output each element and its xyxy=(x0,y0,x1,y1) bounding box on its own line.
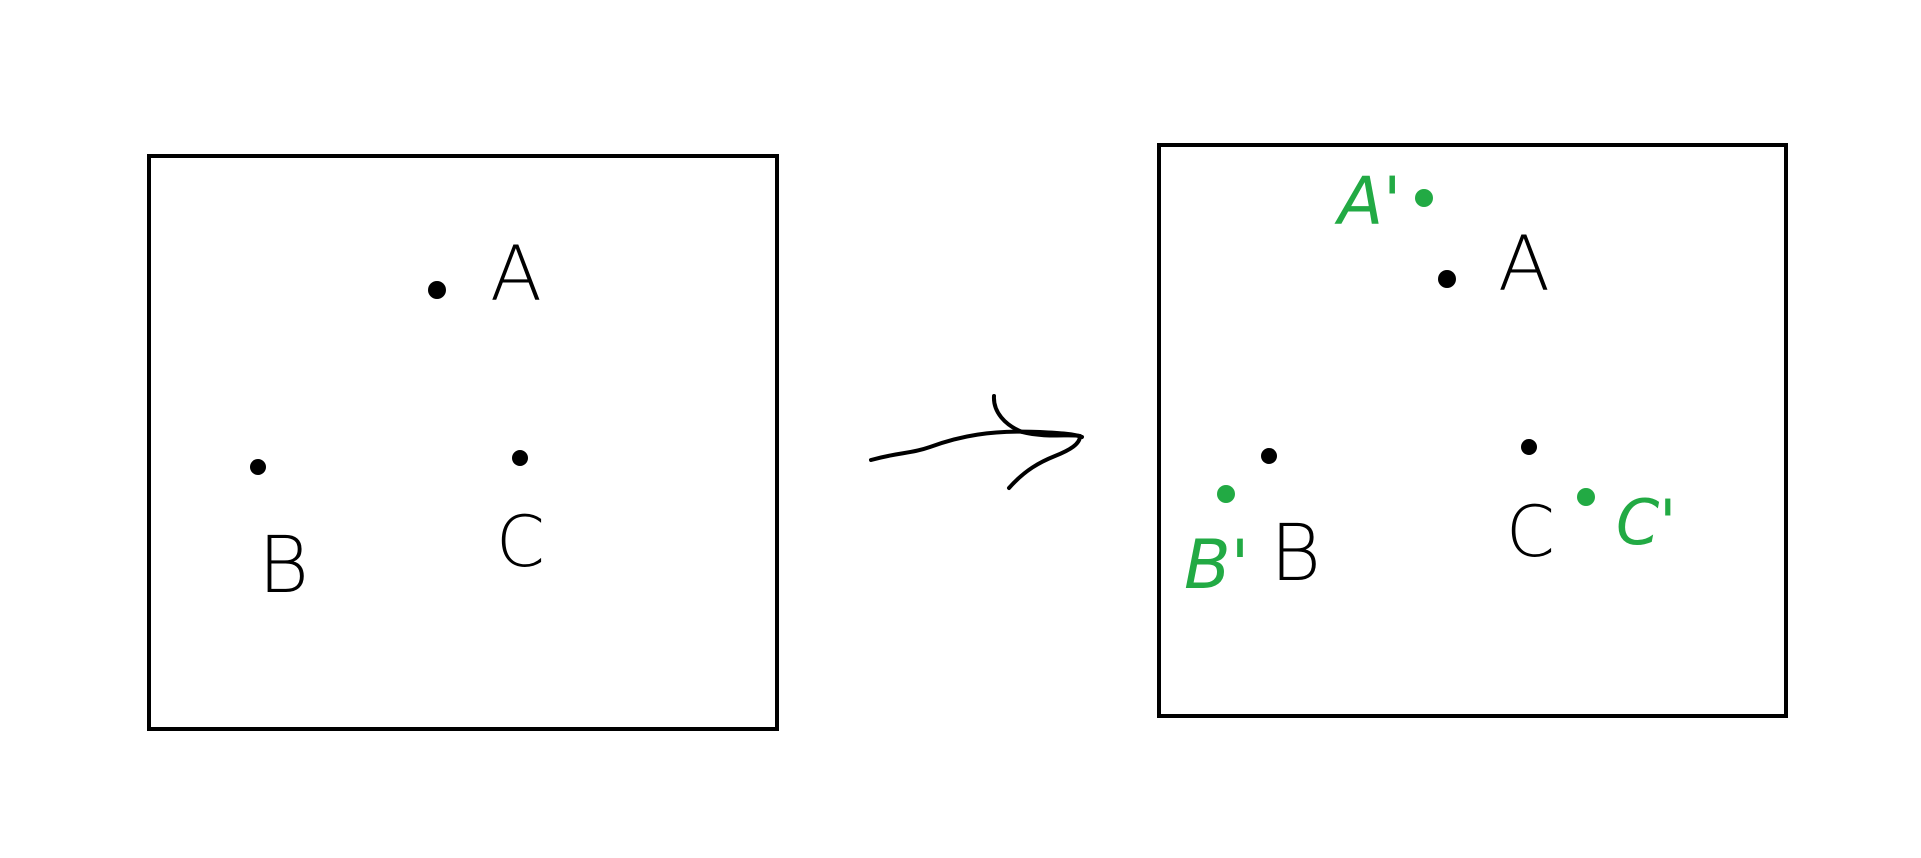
point-b-prime-label: B' xyxy=(1184,526,1249,605)
point-b-dot xyxy=(1261,448,1277,464)
point-c-prime-label: C' xyxy=(1616,486,1676,559)
point-b-dot xyxy=(250,459,266,475)
before-panel: A B C xyxy=(147,154,779,731)
point-b-label: B xyxy=(1270,509,1321,599)
point-c: C xyxy=(1506,439,1555,573)
point-a-label: A xyxy=(490,229,542,318)
point-c-dot xyxy=(512,450,528,466)
point-c-label: C xyxy=(1506,491,1555,573)
point-c-label: C xyxy=(496,501,545,583)
point-a-label: A xyxy=(1498,219,1550,308)
point-b-prime: B' xyxy=(1184,485,1249,605)
point-a-prime-dot xyxy=(1415,189,1433,207)
point-b-prime-dot xyxy=(1217,485,1235,503)
point-a-dot xyxy=(1438,270,1456,288)
point-c-prime: C' xyxy=(1577,486,1676,559)
point-b-label: B xyxy=(258,521,309,611)
point-a-prime: A' xyxy=(1334,163,1433,240)
point-c-dot xyxy=(1521,439,1537,455)
point-c: C xyxy=(496,450,545,583)
point-a: A xyxy=(428,229,542,318)
point-b: B xyxy=(1261,448,1321,599)
point-c-prime-dot xyxy=(1577,488,1595,506)
point-a-prime-label: A' xyxy=(1334,163,1401,240)
after-panel-frame xyxy=(1157,143,1788,718)
arrow-head xyxy=(991,394,1082,490)
point-b: B xyxy=(250,459,309,611)
after-panel: A B C A' B' C' xyxy=(1157,143,1788,718)
arrow-right-icon xyxy=(869,394,1084,490)
point-a: A xyxy=(1438,219,1550,308)
point-a-dot xyxy=(428,281,446,299)
before-panel-frame xyxy=(147,154,779,731)
